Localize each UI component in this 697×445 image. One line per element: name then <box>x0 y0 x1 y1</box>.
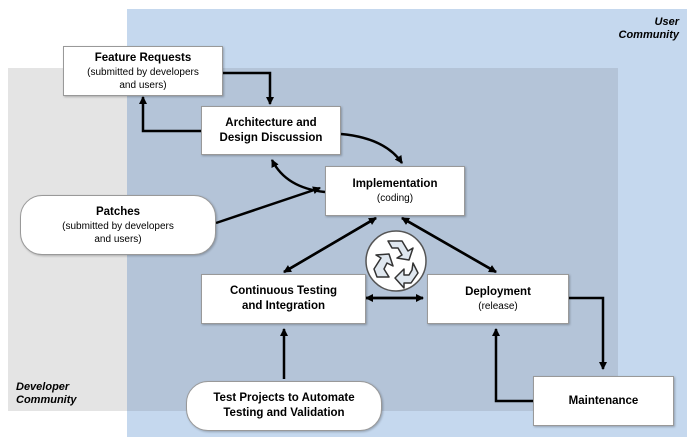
architecture-title-line1: Architecture and <box>225 116 317 129</box>
continuous-testing-title-line1: Continuous Testing <box>229 285 338 297</box>
feature-requests-subtitle-line2: and users) <box>119 79 167 91</box>
user-community-label: User Community <box>619 16 680 42</box>
feature-requests-title: Feature Requests <box>94 51 192 64</box>
arrow-maintenance-to-deployment <box>492 328 533 403</box>
patches-subtitle-line2: and users) <box>94 233 142 245</box>
implementation-title: Implementation <box>352 178 438 190</box>
continuous-testing-box: Continuous Testing and Integration <box>201 274 366 324</box>
implementation-box: Implementation (coding) <box>325 166 465 216</box>
arrow-deployment-to-maintenance <box>569 296 607 370</box>
implementation-subtitle: (coding) <box>376 193 414 204</box>
test-projects-title-line1: Test Projects to Automate <box>213 392 355 404</box>
user-community-label-line1: User <box>654 16 679 28</box>
patches-subtitle-line1: (submitted by developers <box>62 220 174 232</box>
arrow-patches-to-implementation <box>215 186 321 225</box>
feature-requests-box: Feature Requests (submitted by developer… <box>63 46 223 96</box>
architecture-title-line2: Design Discussion <box>219 131 323 144</box>
developer-community-label-line2: Community <box>16 394 77 406</box>
recycle-icon <box>364 229 428 293</box>
arrow-deployment-to-implementation <box>401 216 497 274</box>
maintenance-box: Maintenance <box>533 376 674 426</box>
test-projects-box: Test Projects to Automate Testing and Va… <box>186 381 382 431</box>
patches-box: Patches (submitted by developers and use… <box>20 195 216 255</box>
developer-community-label: Developer Community <box>16 381 77 407</box>
maintenance-title: Maintenance <box>568 394 639 407</box>
deployment-title: Deployment <box>465 286 531 298</box>
arrow-testing-to-implementation <box>283 216 377 274</box>
continuous-testing-title-line2: and Integration <box>241 300 326 312</box>
deployment-box: Deployment (release) <box>427 274 569 324</box>
test-projects-title-line2: Testing and Validation <box>223 407 345 419</box>
architecture-box: Architecture and Design Discussion <box>201 106 341 155</box>
arrow-architecture-to-feature <box>139 96 205 133</box>
developer-community-label-line1: Developer <box>16 381 70 393</box>
arrow-implementation-to-architecture <box>270 159 326 194</box>
arrow-architecture-to-implementation <box>340 132 404 164</box>
arrow-feature-to-architecture <box>223 71 274 105</box>
deployment-subtitle: (release) <box>478 301 518 312</box>
patches-title: Patches <box>95 205 141 218</box>
user-community-label-line2: Community <box>618 29 680 41</box>
feature-requests-subtitle-line1: (submitted by developers <box>87 66 199 78</box>
